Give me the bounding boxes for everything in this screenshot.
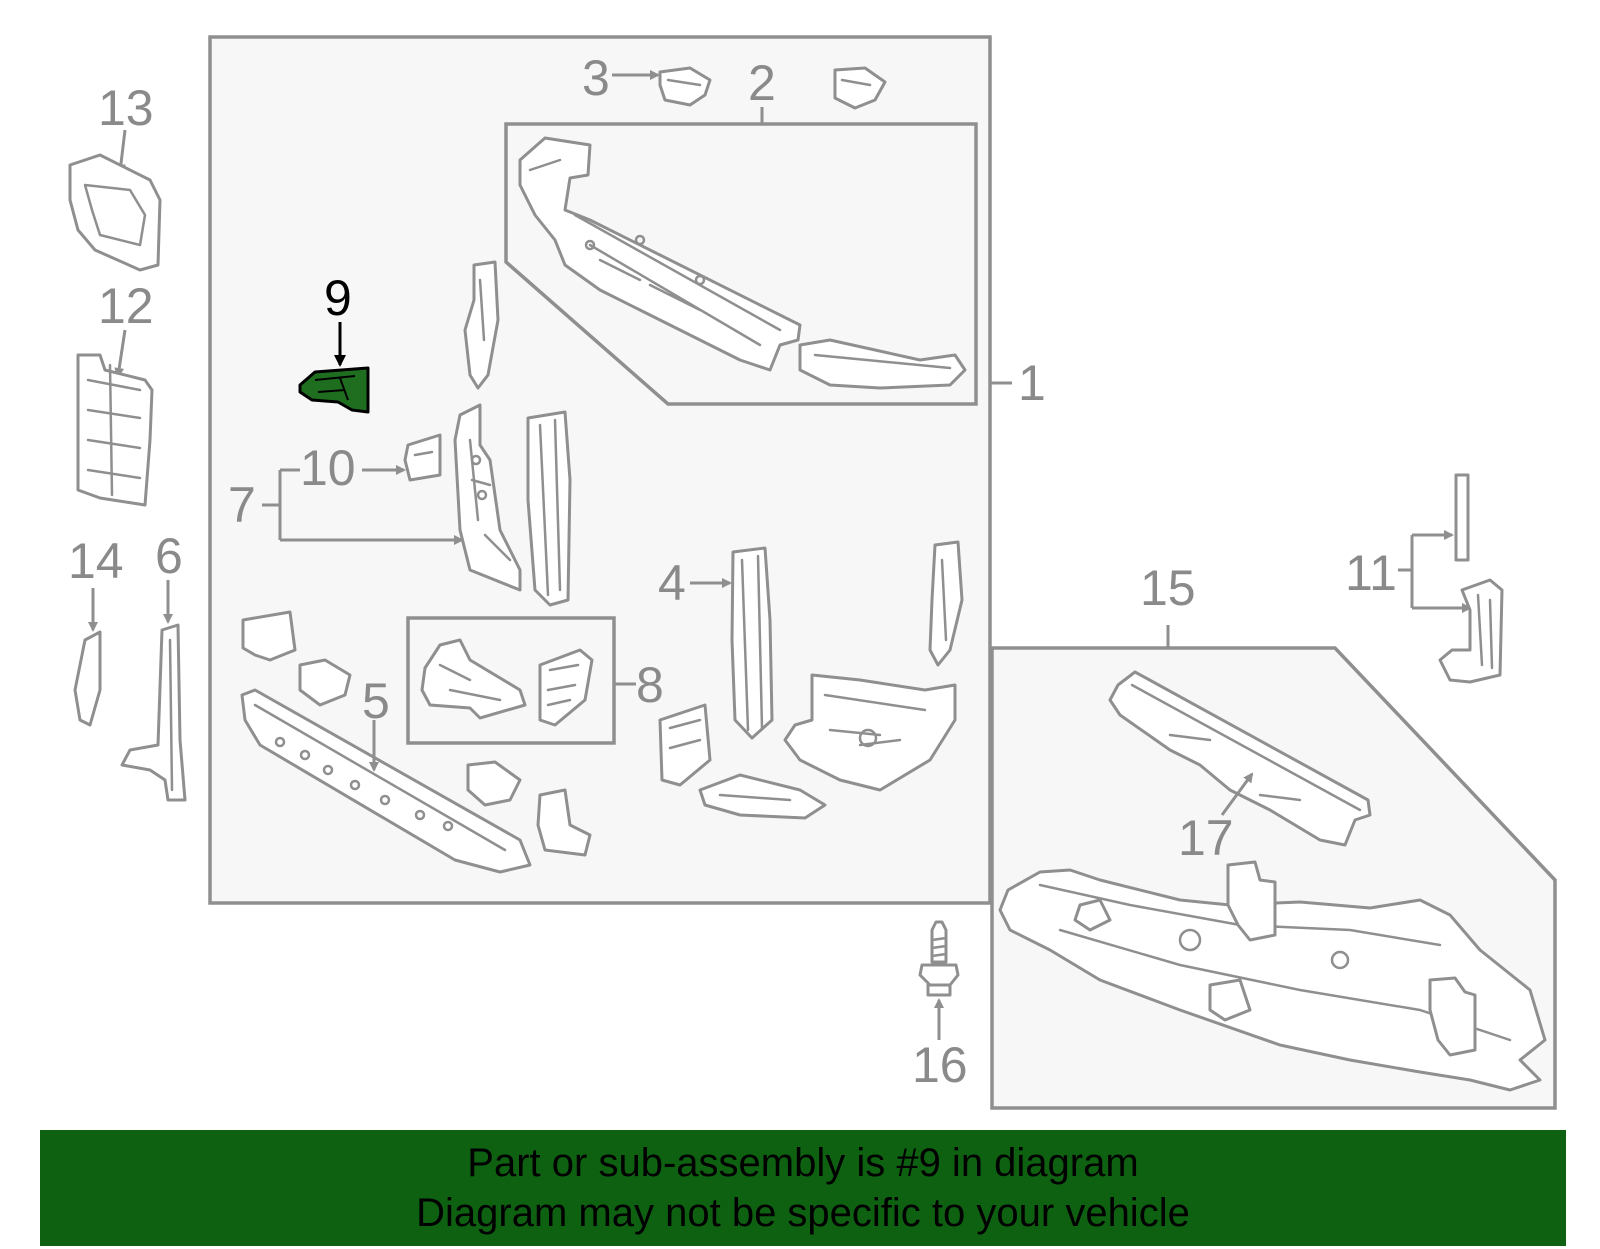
part-8-brackets: [420, 638, 594, 727]
part-3-bracket: [658, 66, 712, 107]
part-5-lower-tie-bar: [240, 610, 592, 874]
part-bracket-right: [833, 66, 887, 110]
notice-banner: Part or sub-assembly is #9 in diagram Di…: [40, 1130, 1566, 1246]
part-9-highlighted: [298, 366, 370, 414]
callout-6: 6: [155, 528, 183, 584]
callout-10: 10: [300, 440, 356, 496]
callout-16: 16: [912, 1037, 968, 1093]
part-14-seal: [73, 630, 102, 727]
callout-17: 17: [1178, 810, 1234, 866]
callout-7: 7: [228, 477, 256, 533]
callout-5: 5: [362, 673, 390, 729]
callout-15: 15: [1140, 560, 1196, 616]
part-11-brackets: [1438, 473, 1504, 684]
part-13-panel: [68, 153, 162, 272]
part-12-duct: [76, 353, 154, 507]
callout-1: 1: [1018, 355, 1046, 411]
callout-11: 11: [1345, 545, 1397, 601]
assembly-box-2: [504, 122, 978, 406]
callout-14: 14: [68, 533, 124, 589]
callout-13: 13: [98, 80, 154, 136]
callout-12: 12: [98, 278, 154, 334]
banner-line-2: Diagram may not be specific to your vehi…: [416, 1191, 1190, 1235]
part-16-bolt: [918, 920, 960, 997]
part-6-support: [120, 623, 187, 802]
callout-2: 2: [748, 55, 776, 111]
callout-3: 3: [582, 50, 610, 106]
callout-8: 8: [636, 657, 664, 713]
banner-line-1: Part or sub-assembly is #9 in diagram: [467, 1141, 1139, 1185]
callout-9: 9: [324, 270, 352, 326]
part-10-bracket: [403, 433, 442, 482]
part-15-undercover: [998, 670, 1547, 1092]
part-2-upper-support: [518, 136, 967, 390]
parts-diagram: 1 2 3 9 7 10: [68, 35, 1557, 1110]
part-7-side-member: [453, 260, 572, 607]
callout-4: 4: [658, 555, 686, 611]
part-4-side-member: [658, 540, 964, 820]
